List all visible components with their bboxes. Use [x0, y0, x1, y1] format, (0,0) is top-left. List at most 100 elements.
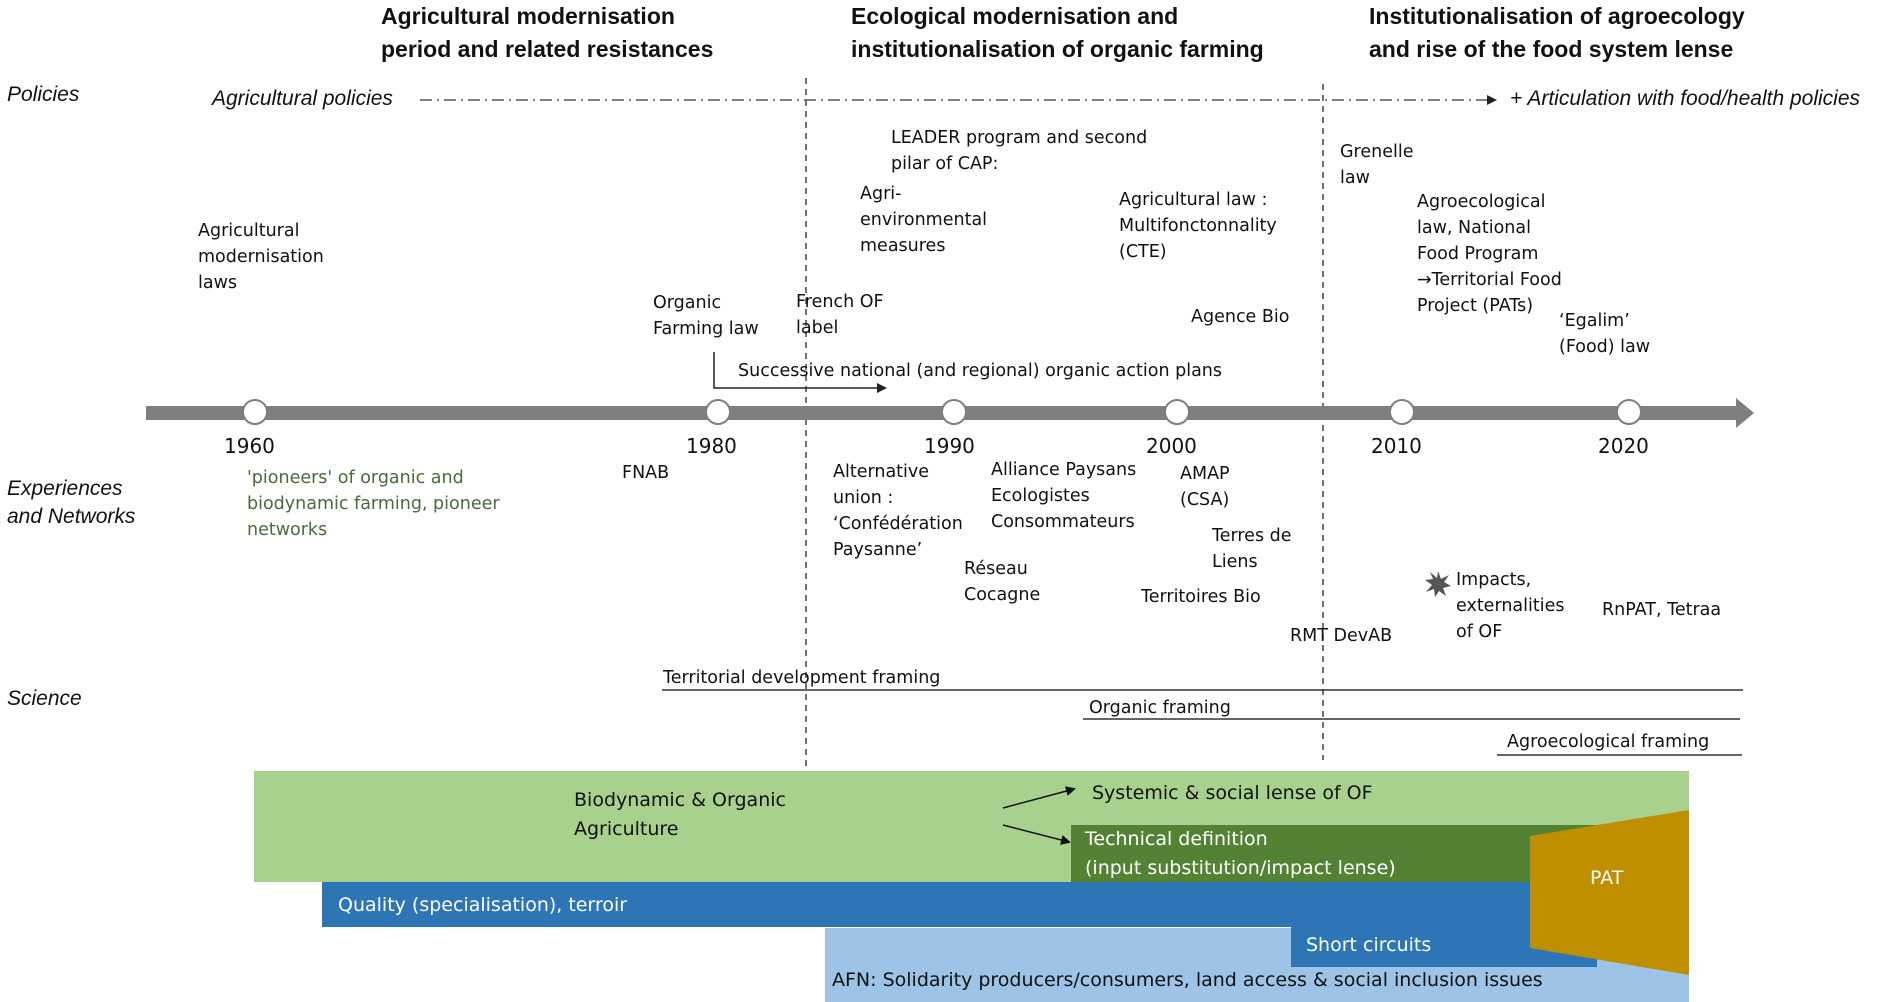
policy-event-line: (Food) law	[1559, 337, 1651, 357]
timeline-marker-2020	[1616, 399, 1642, 425]
policy-event-line: label	[796, 318, 839, 338]
pat-trapezoid	[1530, 810, 1689, 975]
policy-event-line: ‘Egalim’	[1559, 311, 1630, 331]
network-event-line: externalities	[1456, 596, 1565, 616]
policy-event-line: LEADER program and second	[891, 128, 1148, 148]
arrow-to-systemic	[1002, 786, 1076, 809]
timeline-marker-2010	[1389, 399, 1415, 425]
network-event-territoires-bio: Territoires Bio	[1141, 587, 1261, 607]
period-header-3-line1: Institutionalisation of agroecology	[1369, 3, 1745, 29]
policy-event-line: measures	[860, 236, 946, 256]
network-event-line: biodynamic farming, pioneer	[247, 494, 500, 514]
science-label-territorial: Territorial development framing	[663, 668, 941, 688]
policy-event-leader-program: LEADER program and second pilar of CAP:	[891, 125, 1147, 177]
policy-event-line: environmental	[860, 210, 988, 230]
band-afn-label: AFN: Solidarity producers/consumers, lan…	[832, 969, 1543, 991]
network-event-impacts: Impacts, externalities of OF	[1456, 567, 1564, 645]
starburst-icon	[1425, 571, 1451, 597]
band-biodynamic-line1: Biodynamic & Organic	[574, 789, 786, 811]
band-biodynamic-line2: Agriculture	[574, 818, 679, 840]
network-event-line: Cocagne	[964, 585, 1041, 605]
band-short-circuits-label: Short circuits	[1306, 934, 1432, 956]
band-technical-line1: Technical definition	[1085, 828, 1268, 850]
science-label-agroecological: Agroecological framing	[1507, 732, 1710, 752]
network-event-reseau-cocagne: Réseau Cocagne	[964, 556, 1040, 608]
policy-event-agence-bio: Agence Bio	[1191, 307, 1290, 327]
period-header-2-line1: Ecological modernisation and	[851, 3, 1179, 29]
arrow-to-technical	[1002, 824, 1071, 845]
network-event-line: Impacts,	[1456, 570, 1532, 590]
year-label-1990: 1990	[924, 434, 975, 458]
network-event-rmt-devab: RMT DevAB	[1290, 626, 1393, 646]
policy-event-agroecological-law: Agroecological law, National Food Progra…	[1417, 189, 1562, 319]
policy-event-french-of-label: French OF label	[796, 289, 884, 341]
timeline-marker-1960	[242, 399, 268, 425]
network-event-line: networks	[247, 520, 328, 540]
network-event-line: of OF	[1456, 622, 1503, 642]
network-event-line: Alternative	[833, 462, 930, 482]
network-event-fnab: FNAB	[622, 463, 670, 483]
policy-event-action-plans: Successive national (and regional) organ…	[738, 361, 1223, 381]
policy-event-line: Grenelle	[1340, 142, 1414, 162]
policy-event-egalim-law: ‘Egalim’ (Food) law	[1559, 308, 1650, 360]
timeline-marker-1990	[941, 399, 967, 425]
network-event-line: AMAP	[1180, 464, 1230, 484]
year-label-2000: 2000	[1146, 434, 1197, 458]
year-label-1960: 1960	[224, 434, 275, 458]
policy-event-line: Farming law	[653, 319, 759, 339]
network-event-line: Liens	[1212, 552, 1258, 572]
row-label-experiences-line2: and Networks	[7, 505, 136, 528]
policy-event-grenelle-law: Grenelle law	[1340, 139, 1414, 191]
band-quality	[322, 882, 1597, 927]
network-event-rnpat-tetraa: RnPAT, Tetraa	[1602, 600, 1722, 620]
period-header-1: Agricultural modernisation period and re…	[381, 0, 713, 66]
policy-event-line: Food Program	[1417, 244, 1539, 264]
policy-arrow-end-label: + Articulation with food/health policies	[1510, 87, 1861, 110]
policy-event-line: Agri-	[860, 184, 902, 204]
network-event-line: Réseau	[964, 559, 1028, 579]
band-technical-label: Technical definition (input substitution…	[1085, 825, 1396, 883]
period-header-3: Institutionalisation of agroecology and …	[1369, 0, 1745, 66]
network-event-terres-de-liens: Terres de Liens	[1212, 523, 1292, 575]
row-label-science: Science	[7, 687, 82, 710]
network-event-pioneers: 'pioneers' of organic and biodynamic far…	[247, 465, 500, 543]
policy-event-line: French OF	[796, 292, 884, 312]
band-biodynamic-label: Biodynamic & Organic Agriculture	[574, 786, 786, 844]
row-label-policies: Policies	[7, 83, 80, 106]
timeline-marker-2000	[1164, 399, 1190, 425]
band-technical	[1071, 825, 1601, 882]
period-header-2-line2: institutionalisation of organic farming	[851, 36, 1264, 62]
policy-event-line: law	[1340, 168, 1370, 188]
policy-event-agri-environmental-measures: Agri- environmental measures	[860, 181, 987, 259]
year-label-2010: 2010	[1371, 434, 1422, 458]
row-label-experiences-line1: Experiences	[7, 477, 123, 500]
band-systemic-label: Systemic & social lense of OF	[1092, 782, 1373, 804]
policy-event-line: →Territorial Food	[1417, 270, 1562, 290]
row-label-experiences: Experiences and Networks	[7, 475, 135, 531]
policy-event-line: laws	[198, 273, 238, 293]
network-event-line: Alliance Paysans	[991, 460, 1137, 480]
network-event-line: union :	[833, 488, 894, 508]
timeline-arrowhead	[1736, 398, 1754, 428]
policy-event-line: pilar of CAP:	[891, 154, 999, 174]
policy-event-line: (CTE)	[1119, 242, 1167, 262]
network-event-alliance: Alliance Paysans Ecologistes Consommateu…	[991, 457, 1136, 535]
policy-arrow-start-label: Agricultural policies	[212, 87, 393, 110]
network-event-line: (CSA)	[1180, 490, 1230, 510]
policy-event-organic-farming-law: Organic Farming law	[653, 290, 759, 342]
period-header-2: Ecological modernisation and institution…	[851, 0, 1264, 66]
year-label-1980: 1980	[686, 434, 737, 458]
action-plans-arrow	[713, 352, 887, 393]
band-technical-line2: (input substitution/impact lense)	[1085, 857, 1396, 879]
network-event-line: Consommateurs	[991, 512, 1135, 532]
band-pat-label: PAT	[1590, 867, 1624, 889]
policy-event-line: Agricultural	[198, 221, 300, 241]
policy-event-line: Multifonctonnality	[1119, 216, 1277, 236]
timeline-marker-1980	[705, 399, 731, 425]
policy-event-line: Agroecological	[1417, 192, 1546, 212]
year-label-2020: 2020	[1598, 434, 1649, 458]
policy-event-line: law, National	[1417, 218, 1531, 238]
period-header-1-line2: period and related resistances	[381, 36, 714, 62]
